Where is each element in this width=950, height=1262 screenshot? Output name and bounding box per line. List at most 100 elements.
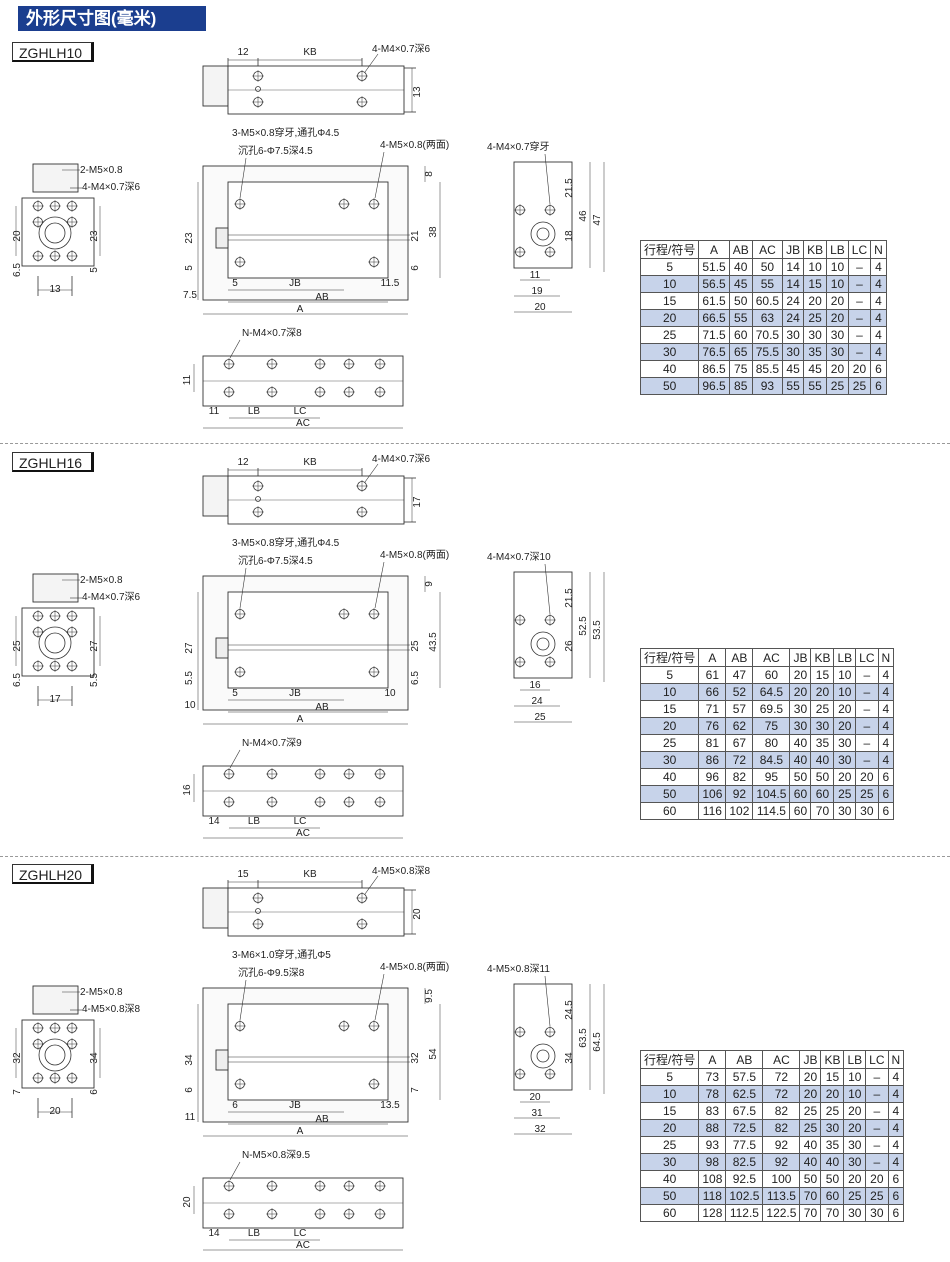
table-cell: 4 bbox=[887, 1136, 905, 1154]
table-header-cell: JB bbox=[799, 1050, 822, 1069]
table-cell: – bbox=[865, 1119, 889, 1137]
dimension-label: 3-M6×1.0穿牙,通孔Φ5 bbox=[232, 948, 331, 961]
dimension-label: 16 bbox=[529, 680, 541, 691]
table-cell: 61.5 bbox=[698, 292, 730, 310]
table-cell: 6 bbox=[877, 802, 895, 820]
table-header-cell: AC bbox=[762, 1050, 801, 1069]
table-cell: 100 bbox=[762, 1170, 801, 1188]
table-cell: 50 bbox=[728, 292, 753, 310]
table-cell: – bbox=[855, 734, 879, 752]
dimension-label: JB bbox=[289, 1100, 301, 1111]
dimension-label: 7 bbox=[410, 1087, 421, 1093]
table-cell: 40 bbox=[728, 258, 753, 276]
table-cell: 20 bbox=[803, 292, 828, 310]
table-cell: 98 bbox=[698, 1153, 727, 1171]
table-cell: 60 bbox=[789, 802, 812, 820]
dimension-label: 19 bbox=[531, 286, 543, 297]
model-label: ZGHLH16 bbox=[12, 452, 94, 472]
dimension-label: 43.5 bbox=[428, 632, 439, 652]
table-cell: 128 bbox=[698, 1204, 727, 1222]
table-cell: 6 bbox=[887, 1204, 905, 1222]
drawing-body bbox=[32, 163, 79, 193]
table-cell: 4 bbox=[877, 666, 895, 684]
dimension-label: 20 bbox=[412, 908, 423, 920]
table-header-cell: LB bbox=[826, 240, 849, 259]
table-cell: 20 bbox=[865, 1170, 889, 1188]
table-header-cell: JB bbox=[782, 240, 805, 259]
dimension-label: 4-M4×0.7深10 bbox=[487, 551, 551, 563]
drawing-line bbox=[544, 153, 551, 205]
dimension-label: 26 bbox=[564, 640, 575, 652]
drawing-body bbox=[227, 1003, 389, 1101]
dimension-label: LB bbox=[248, 816, 261, 827]
drawing-hole bbox=[530, 1043, 556, 1069]
dimension-label: 5.5 bbox=[184, 671, 195, 685]
table-cell: 40 bbox=[789, 751, 812, 769]
dimension-label: 32 bbox=[410, 1052, 421, 1064]
dimension-label: 8 bbox=[424, 171, 435, 177]
drawing-hole bbox=[38, 1038, 72, 1072]
table-cell: 50 bbox=[789, 768, 812, 786]
drawing-line bbox=[544, 975, 551, 1027]
table-cell: 75 bbox=[752, 717, 791, 735]
table-cell: 10 bbox=[826, 258, 849, 276]
table-cell: 45 bbox=[728, 275, 753, 293]
dimension-label: AC bbox=[296, 418, 310, 429]
dimension-label: 6.5 bbox=[12, 673, 23, 687]
dimension-label: N-M4×0.7深9 bbox=[242, 737, 302, 749]
dimension-label: 3-M5×0.8穿牙,通孔Φ4.5 bbox=[232, 126, 340, 139]
table-cell: – bbox=[865, 1136, 889, 1154]
table-cell: 66 bbox=[698, 683, 727, 701]
dimension-label: 23 bbox=[89, 230, 100, 242]
table-header-cell: A bbox=[698, 1050, 727, 1069]
table-cell: 5 bbox=[639, 666, 700, 684]
dimension-label: 63.5 bbox=[578, 1028, 589, 1048]
table-cell: 30 bbox=[639, 751, 700, 769]
dimension-label: LC bbox=[294, 406, 307, 417]
table-cell: 6 bbox=[877, 768, 895, 786]
drawing-hole bbox=[255, 908, 261, 914]
table-cell: 15 bbox=[803, 275, 828, 293]
dimension-label: 5 bbox=[89, 267, 100, 273]
dimension-label: 32 bbox=[534, 1124, 546, 1135]
table-cell: – bbox=[847, 343, 872, 361]
table-cell: 106 bbox=[698, 785, 727, 803]
dimension-label: AC bbox=[296, 1240, 310, 1251]
table-cell: 20 bbox=[639, 309, 700, 327]
dimension-label: 7.5 bbox=[183, 290, 197, 301]
table-cell: 93 bbox=[698, 1136, 727, 1154]
dimension-label: 21.5 bbox=[564, 178, 575, 198]
drawing-hole bbox=[38, 216, 72, 250]
dimension-label: A bbox=[297, 714, 304, 725]
dimension-label: 20 bbox=[534, 302, 546, 313]
table-cell: 25 bbox=[843, 1187, 867, 1205]
table-cell: 30 bbox=[639, 343, 700, 361]
table-header-cell: LC bbox=[847, 240, 872, 259]
drawing-line bbox=[229, 749, 241, 769]
table-cell: 6 bbox=[877, 785, 895, 803]
table-cell: 76 bbox=[698, 717, 727, 735]
table-cell: 30 bbox=[843, 1153, 867, 1171]
table-cell: 25 bbox=[639, 1136, 700, 1154]
table-cell: 24 bbox=[782, 309, 805, 327]
dimension-label: N-M5×0.8深9.5 bbox=[242, 1149, 311, 1161]
table-cell: 30 bbox=[833, 734, 857, 752]
dimension-label: KB bbox=[303, 47, 317, 58]
dimension-label: 11 bbox=[209, 406, 220, 417]
table-cell: 92 bbox=[762, 1153, 801, 1171]
table-cell: 60 bbox=[752, 666, 791, 684]
table-cell: – bbox=[847, 258, 872, 276]
table-cell: 25 bbox=[820, 1102, 845, 1120]
table-cell: 93 bbox=[751, 377, 784, 395]
table-cell: 96.5 bbox=[698, 377, 730, 395]
table-cell: 20 bbox=[639, 717, 700, 735]
table-cell: 72 bbox=[762, 1068, 801, 1086]
table-cell: 40 bbox=[799, 1136, 822, 1154]
